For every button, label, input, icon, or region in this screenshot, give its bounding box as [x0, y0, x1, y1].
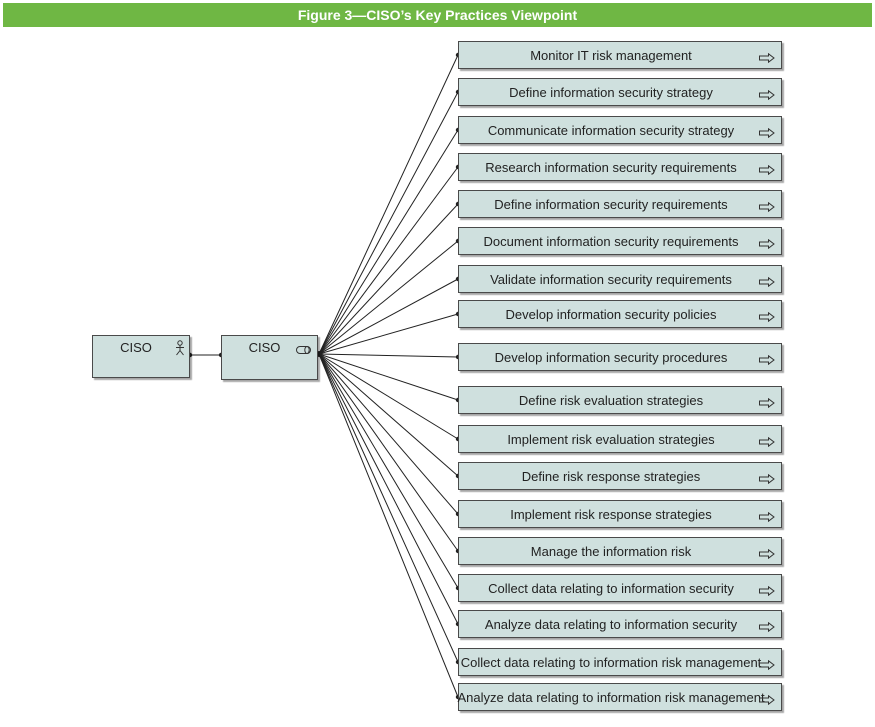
process-label: Develop information security policies — [505, 306, 717, 322]
role-process-connector — [318, 353, 459, 625]
process-box[interactable]: Validate information security requiremen… — [458, 265, 782, 293]
role-icon — [296, 341, 312, 359]
process-arrow-icon — [759, 546, 775, 564]
role-process-connector — [318, 91, 459, 355]
process-arrow-icon — [759, 434, 775, 452]
process-box[interactable]: Manage the information risk — [458, 537, 782, 565]
role-process-connector — [318, 353, 459, 663]
process-box[interactable]: Analyze data relating to information sec… — [458, 610, 782, 638]
process-arrow-icon — [759, 309, 775, 327]
process-arrow-icon — [759, 395, 775, 413]
process-box[interactable]: Define information security strategy — [458, 78, 782, 106]
role-process-connector — [318, 353, 459, 552]
role-process-connector — [318, 353, 459, 477]
process-box[interactable]: Monitor IT risk management — [458, 41, 782, 69]
process-arrow-icon — [759, 657, 775, 675]
process-arrow-icon — [759, 619, 775, 637]
process-box[interactable]: Research information security requiremen… — [458, 153, 782, 181]
process-box[interactable]: Define risk evaluation strategies — [458, 386, 782, 414]
process-label: Collect data relating to information ris… — [460, 654, 762, 670]
role-process-connector — [318, 129, 459, 355]
process-arrow-icon — [759, 509, 775, 527]
process-label: Implement risk response strategies — [510, 506, 712, 522]
role-process-connector — [318, 353, 459, 358]
process-box[interactable]: Develop information security policies — [458, 300, 782, 328]
process-box[interactable]: Communicate information security strateg… — [458, 116, 782, 144]
stick-figure-icon — [175, 340, 185, 361]
process-arrow-icon — [759, 583, 775, 601]
process-box[interactable]: Develop information security procedures — [458, 343, 782, 371]
role-label: CISO — [248, 340, 281, 355]
role-process-connector — [318, 166, 459, 355]
process-box[interactable]: Implement risk response strategies — [458, 500, 782, 528]
process-label: Research information security requiremen… — [485, 159, 737, 175]
process-arrow-icon — [759, 162, 775, 180]
role-process-connector — [318, 54, 459, 355]
process-box[interactable]: Analyze data relating to information ris… — [457, 683, 782, 711]
process-box[interactable]: Define risk response strategies — [458, 462, 782, 490]
process-label: Analyze data relating to information sec… — [484, 616, 738, 632]
role-process-connector — [318, 353, 459, 440]
process-arrow-icon — [759, 199, 775, 217]
process-label: Document information security requiremen… — [483, 233, 739, 249]
process-label: Implement risk evaluation strategies — [507, 431, 715, 447]
actor-box-ciso[interactable]: CISO — [92, 335, 190, 378]
process-box[interactable]: Define information security requirements — [458, 190, 782, 218]
role-box-ciso[interactable]: CISO — [221, 335, 318, 380]
process-arrow-icon — [759, 125, 775, 143]
process-label: Collect data relating to information sec… — [488, 580, 734, 596]
role-process-connector — [318, 313, 459, 355]
role-process-connector — [318, 203, 459, 355]
process-arrow-icon — [759, 236, 775, 254]
process-arrow-icon — [759, 692, 775, 710]
figure-title: Figure 3—CISO’s Key Practices Viewpoint — [3, 3, 872, 27]
process-box[interactable]: Collect data relating to information ris… — [458, 648, 782, 676]
process-label: Define risk response strategies — [521, 468, 701, 484]
process-label: Manage the information risk — [530, 543, 692, 559]
role-process-connector — [318, 278, 459, 355]
process-label: Validate information security requiremen… — [490, 271, 732, 287]
process-label: Define information security requirements — [494, 196, 728, 212]
role-process-connector — [318, 353, 459, 401]
actor-label: CISO — [120, 340, 152, 355]
process-label: Develop information security procedures — [494, 349, 728, 365]
role-process-connector — [318, 240, 459, 355]
process-box[interactable]: Collect data relating to information sec… — [458, 574, 782, 602]
process-box[interactable]: Implement risk evaluation strategies — [458, 425, 782, 453]
process-arrow-icon — [759, 352, 775, 370]
process-arrow-icon — [759, 274, 775, 292]
process-label: Define risk evaluation strategies — [518, 392, 704, 408]
role-process-connector — [318, 353, 459, 698]
role-process-connector — [318, 353, 459, 589]
process-arrow-icon — [759, 50, 775, 68]
process-arrow-icon — [759, 87, 775, 105]
process-label: Analyze data relating to information ris… — [457, 689, 765, 705]
role-process-connector — [318, 353, 459, 515]
process-label: Define information security strategy — [509, 84, 713, 100]
process-label: Monitor IT risk management — [530, 47, 692, 63]
process-arrow-icon — [759, 471, 775, 489]
process-label: Communicate information security strateg… — [487, 122, 735, 138]
process-box[interactable]: Document information security requiremen… — [458, 227, 782, 255]
